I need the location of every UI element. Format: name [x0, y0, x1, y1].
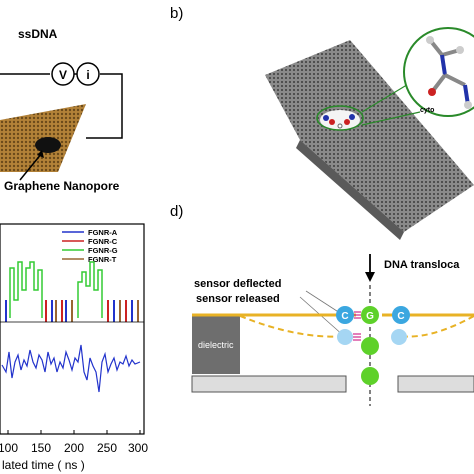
substrate-left	[191, 375, 347, 393]
legend-fgnr-t: FGNR-T	[88, 255, 117, 264]
base-g-label: G	[366, 311, 374, 322]
graphene-nanopore-label: Graphene Nanopore	[4, 179, 120, 193]
panel-b-label: b)	[170, 5, 183, 22]
legend-fgnr-g: FGNR-G	[88, 246, 118, 255]
sensor-released-label: sensor released	[196, 293, 280, 305]
deflected-path-right	[399, 315, 474, 338]
molecule-icon	[426, 36, 472, 109]
ammeter-icon	[76, 62, 100, 86]
pore-arrow	[19, 152, 43, 181]
dielectric-label: dielectric	[198, 340, 234, 350]
sensor-deflected-label: sensor deflected	[194, 278, 281, 290]
base-green-2	[361, 337, 379, 355]
legend: FGNR-A FGNR-C FGNR-G FGNR-T	[62, 228, 118, 264]
tick-150: 150	[31, 441, 51, 455]
tick-300: 300	[128, 441, 148, 455]
current-trace	[1, 344, 141, 393]
voltmeter-label: V	[59, 68, 67, 82]
ammeter-label: i	[86, 68, 89, 82]
translocation-label: DNA transloca	[384, 259, 460, 271]
base-released-right	[391, 329, 407, 345]
base-c-left-label: C	[341, 311, 348, 322]
tick-100: 100	[0, 441, 18, 455]
event-bars	[5, 300, 139, 322]
graphene-ribbon	[265, 40, 474, 232]
dielectric-block	[192, 316, 240, 374]
legend-fgnr-c: FGNR-C	[88, 237, 118, 246]
base-released-left	[337, 329, 353, 345]
x-axis-label: lated time ( ns )	[2, 458, 85, 472]
panel-d: d) DNA transloca sensor deflected sensor…	[170, 203, 474, 406]
base-g	[361, 306, 379, 324]
base-c-right-label: C	[397, 311, 404, 322]
base-c-right	[392, 306, 410, 324]
tick-200: 200	[64, 441, 84, 455]
panel-a: ssDNA V i Graphene Nanopore	[0, 27, 123, 193]
trace-fgnr-g	[9, 261, 103, 318]
ssdna-title: ssDNA	[18, 27, 58, 41]
nanopore-hole	[35, 137, 61, 153]
base-green-3	[361, 367, 379, 385]
panel-d-label: d)	[170, 203, 183, 220]
plot-frame	[0, 223, 145, 435]
x-axis-ticks	[7, 430, 141, 434]
base-c-left	[336, 306, 354, 324]
panel-c: FGNR-A FGNR-C FGNR-G FGNR-T	[0, 223, 148, 472]
deflected-path-left	[239, 315, 347, 338]
zoom-label: cyto	[420, 107, 434, 114]
tick-250: 250	[97, 441, 117, 455]
legend-fgnr-a: FGNR-A	[88, 228, 118, 237]
panel-b: b) cyto	[170, 5, 474, 240]
substrate-right	[397, 375, 474, 393]
zoom-inset	[403, 27, 474, 117]
